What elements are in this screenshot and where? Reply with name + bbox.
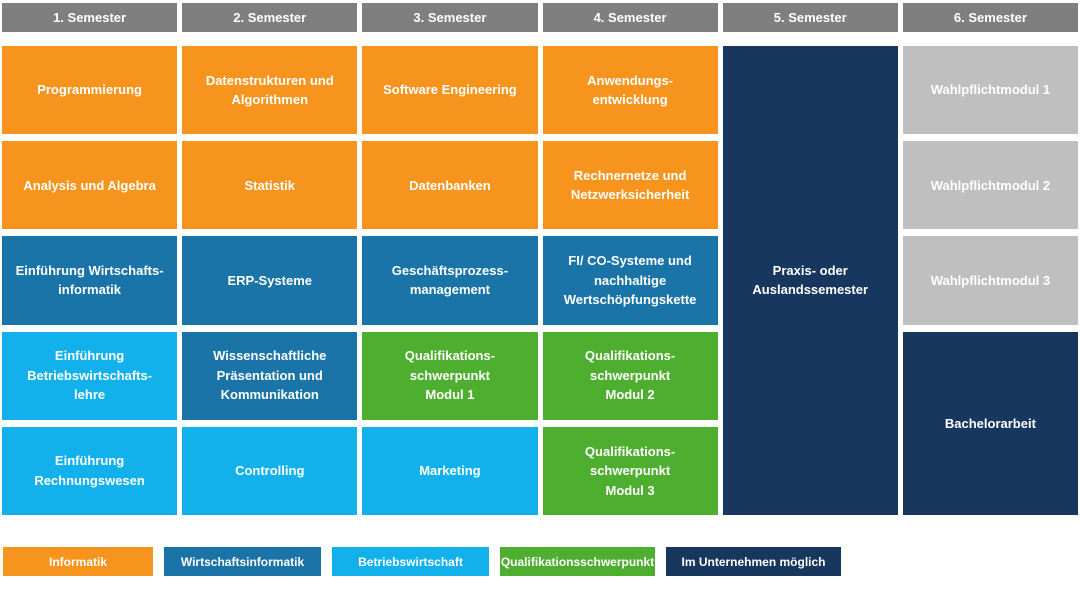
module-wahlpflichtmodul-3: Wahlpflichtmodul 3 — [902, 236, 1078, 325]
module-einfuehrung-rechnungswesen: Einführung Rechnungswesen — [2, 426, 178, 515]
module-bachelorarbeit: Bachelorarbeit — [902, 331, 1078, 515]
module-statistik: Statistik — [182, 141, 358, 230]
module-programmierung: Programmierung — [2, 46, 178, 135]
module-qualifikationsschwerpunkt-modul-2: Qualifikations- schwerpunkt Modul 2 — [542, 331, 718, 420]
header-semester-1: 1. Semester — [2, 3, 178, 32]
module-wahlpflichtmodul-2: Wahlpflichtmodul 2 — [902, 141, 1078, 230]
header-semester-2: 2. Semester — [182, 3, 358, 32]
legend-qualifikationsschwerpunkt: Qualifikationsschwerpunkt — [500, 547, 655, 576]
legend-informatik: Informatik — [3, 547, 153, 576]
header-semester-6: 6. Semester — [902, 3, 1078, 32]
module-wahlpflichtmodul-1: Wahlpflichtmodul 1 — [902, 46, 1078, 135]
legend-im-unternehmen-moeglich: Im Unternehmen möglich — [666, 547, 841, 576]
legend-betriebswirtschaft: Betriebswirtschaft — [332, 547, 489, 576]
module-praxis-oder-auslandssemester: Praxis- oder Auslandssemester — [722, 46, 898, 515]
module-controlling: Controlling — [182, 426, 358, 515]
legend-wirtschaftsinformatik: Wirtschaftsinformatik — [164, 547, 321, 576]
module-erp-systeme: ERP-Systeme — [182, 236, 358, 325]
module-grid: Programmierung Analysis und Algebra Einf… — [0, 32, 1080, 515]
module-fico-systeme-und-nachhaltige-wertschoepfungskette: FI/ CO-Systeme und nachhaltige Wertschöp… — [542, 236, 718, 325]
module-einfuehrung-wirtschaftsinformatik: Einführung Wirtschafts- informatik — [2, 236, 178, 325]
semester-header-row: 1. Semester 2. Semester 3. Semester 4. S… — [0, 0, 1080, 32]
header-semester-5: 5. Semester — [722, 3, 898, 32]
module-qualifikationsschwerpunkt-modul-1: Qualifikations- schwerpunkt Modul 1 — [362, 331, 538, 420]
module-qualifikationsschwerpunkt-modul-3: Qualifikations- schwerpunkt Modul 3 — [542, 426, 718, 515]
module-rechnernetze-und-netzwerksicherheit: Rechnernetze und Netzwerksicherheit — [542, 141, 718, 230]
module-software-engineering: Software Engineering — [362, 46, 538, 135]
module-einfuehrung-betriebswirtschaftslehre: Einführung Betriebswirtschafts- lehre — [2, 331, 178, 420]
module-anwendungsentwicklung: Anwendungs- entwicklung — [542, 46, 718, 135]
module-marketing: Marketing — [362, 426, 538, 515]
module-geschaeftsprozessmanagement: Geschäftsprozess- management — [362, 236, 538, 325]
module-datenbanken: Datenbanken — [362, 141, 538, 230]
module-wissenschaftliche-praesentation-und-kommunikation: Wissenschaftliche Präsentation und Kommu… — [182, 331, 358, 420]
module-datenstrukturen-und-algorithmen: Datenstrukturen und Algorithmen — [182, 46, 358, 135]
legend: Informatik Wirtschaftsinformatik Betrieb… — [0, 515, 1080, 576]
module-analysis-und-algebra: Analysis und Algebra — [2, 141, 178, 230]
header-semester-3: 3. Semester — [362, 3, 538, 32]
header-semester-4: 4. Semester — [542, 3, 718, 32]
